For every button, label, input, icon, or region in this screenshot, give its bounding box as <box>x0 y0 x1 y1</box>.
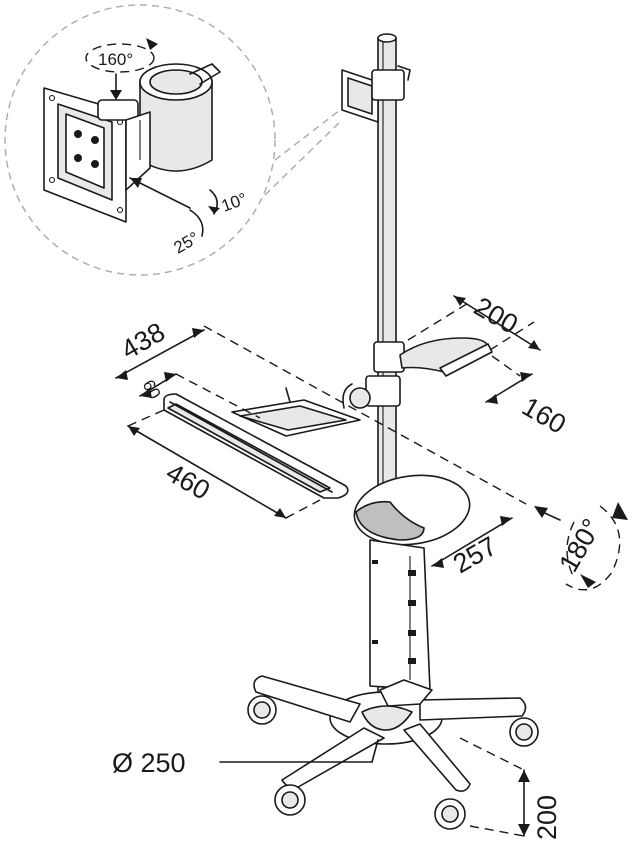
tilt-down-label: 25° <box>171 228 203 257</box>
tilt-indicator: 10° 25° <box>129 177 250 257</box>
column-rotation-indicator: 180° <box>534 502 628 591</box>
caster-right-front <box>434 798 466 830</box>
callout-line-upper <box>274 109 341 161</box>
vesa-mount <box>341 65 411 123</box>
arm-width-label: 200 <box>469 291 523 340</box>
base-leg-left-back <box>253 675 361 723</box>
base-leg-right-back <box>419 697 527 721</box>
base-diameter-label: Ø 250 <box>112 748 186 778</box>
mount-clamp-detail <box>97 63 221 191</box>
dim-arm-depth: 160 <box>485 355 571 440</box>
base-height-label: 200 <box>532 795 562 840</box>
caster-left-front <box>274 784 306 816</box>
caster-left-back <box>247 695 277 725</box>
tray-width-label: 438 <box>116 317 170 366</box>
dim-base-height: 200 <box>459 737 562 840</box>
arm-depth-label: 160 <box>517 391 571 440</box>
mount-rotation-indicator: 160° <box>85 38 158 100</box>
accessory-arm <box>373 337 493 377</box>
column-housing <box>369 539 431 691</box>
mouse-shelf <box>353 474 471 546</box>
caster-right-back <box>509 717 539 747</box>
base-leg-right-front <box>403 723 471 792</box>
mount-rotation-label: 160° <box>98 50 133 69</box>
mount-detail-callout <box>4 4 343 276</box>
keyboard-width-label: 460 <box>161 457 215 506</box>
caster-base <box>247 675 539 830</box>
shelf-depth-label: 257 <box>448 531 502 580</box>
callout-line-lower <box>264 119 343 196</box>
dim-base-diameter: Ø 250 <box>112 739 379 778</box>
tilt-up-label: 10° <box>219 189 250 216</box>
column-rotation-label: 180° <box>553 514 607 577</box>
keyboard-bracket <box>231 375 401 437</box>
tray-offset-label: 60 <box>139 377 165 403</box>
vesa-plate-detail <box>43 87 127 223</box>
base-leg-left-front <box>281 727 385 789</box>
keyboard-tray <box>163 393 349 499</box>
detail-circle <box>4 4 276 276</box>
